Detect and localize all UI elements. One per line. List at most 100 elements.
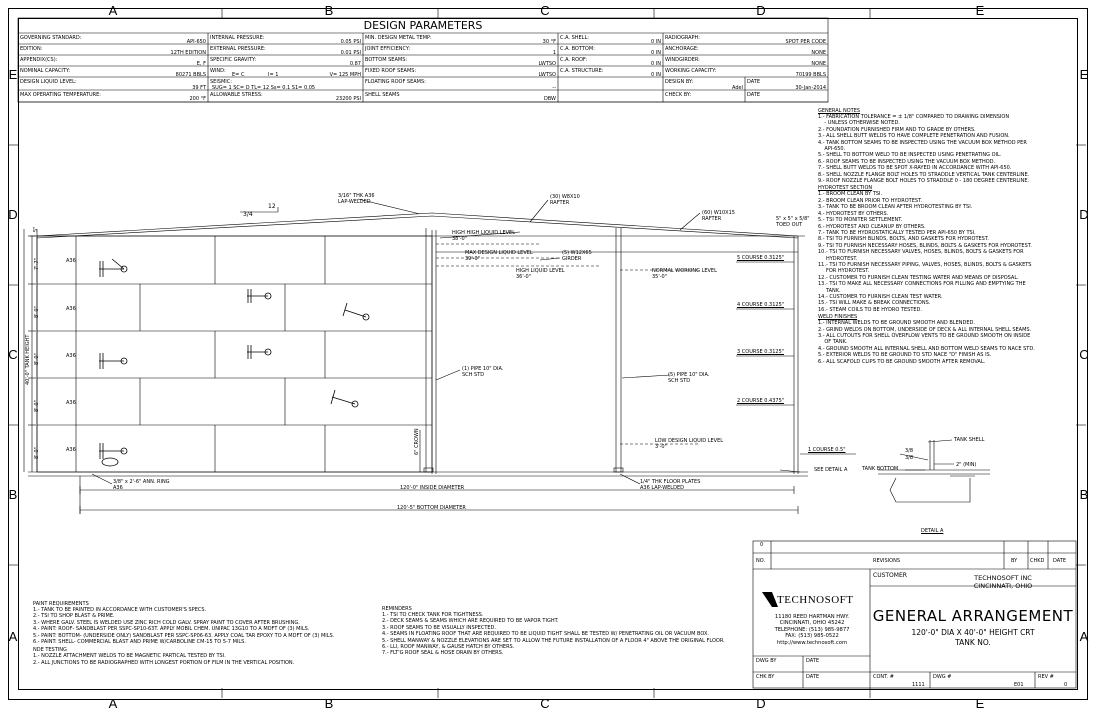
roof-plate-label: 3/16" THK A36 LAP-WELDED	[338, 193, 375, 205]
dwg-date-label: DATE	[806, 658, 820, 664]
zone-left-a: A	[8, 629, 18, 644]
param-value: 0 IN	[651, 72, 661, 78]
customer-city: CINCINNATI, OHIO	[973, 582, 1033, 590]
hydro-note-line: 3.- TANK TO BE BROOM CLEAN AFTER HYDROTE…	[818, 204, 973, 211]
weld-note-line: 2.- GRIND WELDS ON BOTTOM, UNDERSIDE OF …	[818, 326, 1032, 333]
param-value: SPOT PER CODE	[785, 39, 826, 45]
detail-a-title: DETAIL A	[921, 528, 944, 534]
hydro-note-line: 5.- TSI TO MONITER SETTLEMENT.	[818, 217, 903, 224]
course-height: 8'-0"	[34, 400, 40, 412]
paint-title: PAINT REQUIREMENTS	[33, 601, 89, 607]
design-parameters-title: DESIGN PARAMETERS	[363, 19, 483, 32]
course-height: 8'-0"	[34, 353, 40, 365]
company-address: 11180 REED HARTMAN HWY. CINCINNATI, OHIO…	[757, 614, 867, 646]
pipe1-label: (1) PIPE 10" DIA. SCH STD	[462, 366, 504, 378]
roof-slope-rise: 3/4	[243, 211, 253, 218]
customer-block: TECHNOSOFT INC CINCINNATI, OHIO	[870, 574, 1076, 590]
course-mat: A36	[66, 353, 76, 359]
zone-top-d: D	[756, 3, 766, 18]
detail-tank-shell: TANK SHELL	[954, 437, 985, 443]
drawing-title: GENERAL ARRANGEMENT	[872, 607, 1074, 625]
param-label: SEISMIC:	[210, 79, 232, 85]
general-notes-list: 1.- FABRICATION TOLERANCE = ± 1/8" COMPA…	[818, 114, 1074, 184]
weld-size-1: 3/8	[905, 448, 914, 454]
zone-bottom-d: D	[756, 696, 766, 711]
weld-note-line: 6.- ALL SCAFOLD CLIPS TO BE GROUND SMOOT…	[818, 358, 986, 365]
rem-note-line: 1.- TSI TO CHECK TANK FOR TIGHTNESS.	[382, 612, 484, 618]
dwg-number: E01	[1014, 682, 1024, 688]
course-height: 7'-7"	[34, 258, 40, 270]
weld-finishes-title: WELD FINISHES	[818, 314, 858, 321]
hydro-note-line: 8.- TSI TO FURNISH BLINDS, BOLTS, AND GA…	[818, 236, 989, 243]
rev-number-label: REV #	[1038, 674, 1054, 680]
nde-note-line: 2.- ALL JUNCTIONS TO BE RADIOGRAPHED WIT…	[33, 659, 295, 666]
param-label: C.A. BOTTOM:	[560, 46, 595, 52]
course-mat: A36	[66, 400, 76, 406]
mdll-label: MAX DESIGN LIQUID LEVEL 39'-0"	[465, 250, 533, 262]
hydro-note-line: TANK.	[818, 287, 841, 294]
gen-note-line: 5.- SHELL TO BOTTOM WELD TO BE INSPECTED…	[818, 152, 1002, 159]
param-label: EDITION:	[20, 46, 43, 52]
hydro-note-line: 1.- BROOM CLEAN BY TSI.	[818, 191, 883, 198]
hydro-note-line: FOR HYDROTEST.	[818, 268, 870, 275]
course-mat: A36	[66, 447, 76, 453]
zone-top-e: E	[975, 3, 985, 18]
param-label: JOINT EFFICIENCY:	[365, 46, 410, 52]
chk-by-label: CHK BY	[756, 674, 775, 680]
drawing-border	[8, 8, 1088, 700]
param-value: NONE	[811, 61, 826, 67]
param-value: 30 °F	[542, 39, 556, 45]
hydro-note-line: 12.- CUSTOMER TO FURNISH CLEAN TESTING W…	[818, 274, 1019, 281]
course-mat: A36	[66, 258, 76, 264]
ann-ring-label: 3/8" x 2'-6" ANN. RING A36	[113, 479, 170, 491]
param-label: WINDGIRDER:	[665, 57, 700, 63]
param-label: DESIGN LIQUID LEVEL:	[20, 79, 77, 85]
zone-top-b: B	[324, 3, 334, 18]
drawing-inner-border	[18, 18, 1078, 690]
param-value: 39 FT	[192, 85, 206, 91]
rev-by-label: BY	[1011, 558, 1018, 564]
gen-note-line: 8.- SHELL NOZZLE FLANGE BOLT HOLES TO ST…	[818, 171, 1030, 178]
param-value: 12TH EDITION	[170, 50, 206, 56]
design-date-value: 30-Jan-2014	[795, 85, 826, 91]
address-line: TELEPHONE: (513) 985-9877	[774, 626, 850, 633]
gen-note-line: 9.- ROOF NOZZLE FLANGE BOLT HOLES TO STR…	[818, 178, 1030, 185]
param-value: E, F	[196, 61, 206, 67]
param-label: C.A. STRUCTURE:	[560, 68, 604, 74]
seismic-values: SUG= 1 SC= D TL= 12 Ss= 0.1 S1= 0.05	[212, 85, 316, 91]
zone-right-a: A	[1079, 629, 1089, 644]
rem-note-line: 5.- SHELL MANWAY & NOZZLE ELEVATIONS ARE…	[382, 637, 725, 644]
address-line[interactable]: http://www.technosoft.com	[777, 639, 847, 646]
paint-note-line: 2.- TSI TO SHOP BLAST & PRIME.	[33, 613, 115, 620]
param-label: SPECIFIC GRAVITY:	[210, 57, 257, 63]
see-detail-a: SEE DETAIL A	[814, 467, 848, 473]
zone-top-a: A	[108, 3, 118, 18]
course-4-label: 4 COURSE 0.3125"	[737, 302, 785, 308]
gen-note-line: - UNLESS OTHERWISE NOTED.	[818, 120, 900, 127]
course-1-label: 1 COURSE 0.5"	[808, 447, 846, 453]
zone-right-d: D	[1079, 207, 1089, 222]
param-label: WIND:	[210, 68, 226, 74]
general-notes-title: GENERAL NOTES	[818, 108, 861, 114]
zone-top-c: C	[540, 3, 550, 18]
weld-note-line: OF TANK.	[818, 339, 848, 346]
top-dim: 5"	[33, 226, 39, 232]
zone-bottom-a: A	[108, 696, 118, 711]
detail-tank-bottom: TANK BOTTOM	[862, 466, 899, 472]
param-value: 23200 PSI	[335, 96, 361, 102]
angle-label: 5" x 5" x 5/8" TOED OUT	[776, 216, 810, 228]
hydro-note-line: 7.- TANK TO BE HYDROSTATICALLY TESTED PE…	[818, 229, 976, 236]
param-value: API-650	[186, 39, 206, 45]
ldll-label: LOW DESIGN LIQUID LEVEL 3'-0"	[655, 438, 724, 450]
logo-mark	[762, 592, 778, 607]
wind-exposure: E= C	[232, 72, 245, 78]
rem-note-line: 2.- DECK SEAMS & SEAMS WHICH ARE REQUIRE…	[382, 618, 559, 625]
address-line: CINCINNATI, OHIO 45242	[779, 620, 845, 627]
address-line: 11180 REED HARTMAN HWY.	[774, 614, 850, 620]
param-value: 0.01 PSI	[340, 50, 361, 56]
reminders-list: 1.- TSI TO CHECK TANK FOR TIGHTNESS.2.- …	[382, 612, 747, 657]
hydrotest-list: 1.- BROOM CLEAN BY TSI.2.- BROOM CLEAN P…	[818, 191, 1074, 313]
param-value: LWTSO	[538, 72, 556, 78]
general-notes: GENERAL NOTES 1.- FABRICATION TOLERANCE …	[818, 108, 1074, 365]
param-value: 0 IN	[651, 39, 661, 45]
